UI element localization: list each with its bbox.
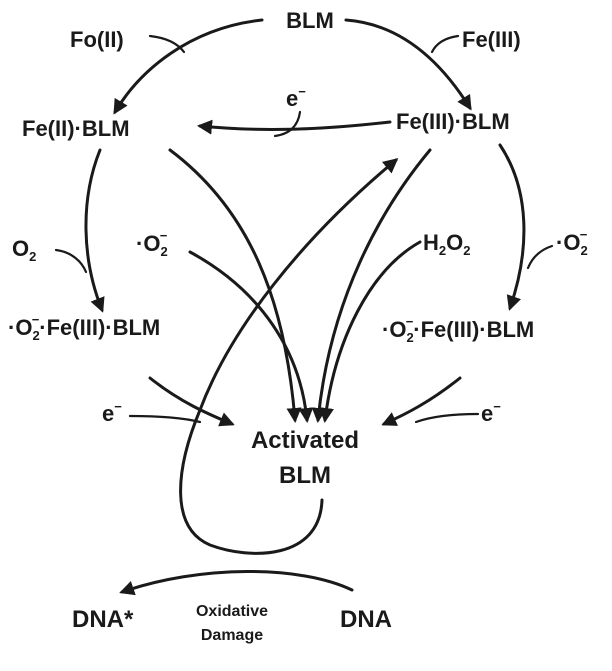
arrow-h2o2-to-activated	[319, 240, 422, 423]
arrow-electron-left-reagent	[128, 414, 202, 424]
reagent-electron-top: e−	[286, 84, 306, 111]
arrow-left-complex-to-activated	[148, 376, 235, 427]
svg-text:·O2−·Fe(III)·BLM: ·O2−·Fe(III)·BLM	[382, 314, 534, 345]
arrow-fe2-reagent	[148, 34, 186, 54]
node-activated-line2: BLM	[279, 462, 331, 489]
node-superoxide-fe3-blm-right: ·O2−·Fe(III)·BLM	[382, 314, 534, 345]
node-activated-line1: Activated	[251, 427, 359, 454]
node-dna: DNA	[340, 606, 392, 633]
node-superoxide-fe3-blm-left: ·O2−·Fe(III)·BLM	[8, 312, 160, 343]
arrow-o2-reagent	[54, 248, 88, 274]
reagent-o2: O2	[12, 236, 36, 264]
reagent-fe3-in: Fe(III)	[462, 27, 521, 52]
arrow-activated-loop-to-fe3blm	[179, 158, 399, 555]
arrow-fe3blm-to-activated	[311, 148, 432, 423]
arrow-right-complex-to-activated	[381, 376, 462, 426]
arrow-electron-top-reagent	[273, 110, 302, 138]
reagent-damage-line1: Oxidative	[196, 603, 268, 620]
reagent-h2o2: H2O2	[423, 230, 470, 258]
reagent-damage-line2: Damage	[201, 627, 263, 644]
arrow-blm-to-fe2blm	[113, 18, 264, 115]
reagent-superoxide-center: ·O2−	[136, 228, 168, 259]
reagent-electron-left: e−	[102, 399, 122, 426]
arrow-fe2blm-to-left-complex	[84, 148, 105, 313]
reagent-fe2-in: Fo(II)	[70, 27, 124, 52]
reagent-electron-right: e−	[481, 399, 501, 426]
node-dna-star: DNA*	[72, 606, 134, 633]
arrow-fe2blm-to-activated	[168, 148, 302, 423]
node-fe3-blm: Fe(III)·BLM	[396, 109, 510, 134]
arrow-fe3blm-to-right-complex	[498, 143, 526, 311]
svg-text:·O2−·Fe(III)·BLM: ·O2−·Fe(III)·BLM	[8, 312, 160, 343]
arrow-dna-to-dna-star	[119, 570, 354, 596]
arrow-blm-to-fe3blm	[344, 18, 472, 111]
arrow-fe3-reagent	[430, 34, 460, 54]
arrow-electron-right-reagent	[414, 412, 480, 424]
reagent-superoxide-right: ·O2−	[556, 227, 588, 258]
arrow-superoxide-to-activated	[188, 250, 314, 423]
node-blm: BLM	[286, 8, 334, 33]
node-fe2-blm: Fe(II)·BLM	[22, 116, 130, 141]
arrow-superoxide-right-reagent	[526, 244, 554, 270]
